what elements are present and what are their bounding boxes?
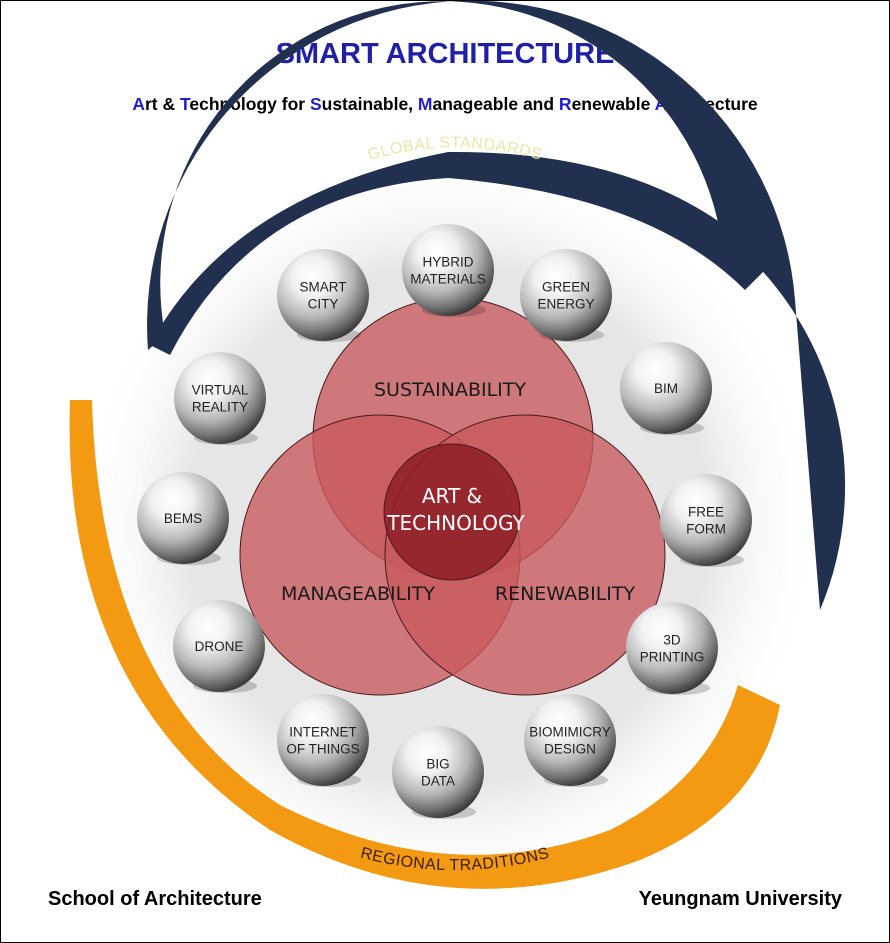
sphere-ball — [402, 224, 494, 316]
sphere-big-data: BIG DATA — [392, 726, 484, 819]
sphere-ball — [137, 472, 229, 564]
sphere-label: GREEN — [542, 280, 590, 295]
sphere-label: DRONE — [195, 639, 244, 654]
venn-label-renewability: RENEWABILITY — [495, 583, 636, 605]
sphere-label: FORM — [686, 522, 726, 537]
sphere-drone: DRONE — [173, 600, 265, 693]
sphere-label: HYBRID — [422, 255, 473, 270]
sphere-ball — [392, 726, 484, 818]
sphere-label: ENERGY — [537, 297, 594, 312]
sphere-ball — [277, 249, 369, 341]
sphere-label: PRINTING — [640, 650, 705, 665]
subtitle-initial: T — [179, 94, 190, 114]
venn-label-manageability: MANAGEABILITY — [281, 583, 435, 605]
sphere-green-energy: GREEN ENERGY — [520, 249, 612, 342]
technology-spheres: HYBRID MATERIALS GREEN ENERGY BIM FREE FORM 3D P… — [137, 224, 752, 819]
subtitle-text: rt & — [144, 94, 180, 114]
subtitle-text: ustainable, — [321, 94, 418, 114]
venn-center — [383, 443, 521, 581]
sphere-biomimicry-design: BIOMIMICRY DESIGN — [524, 694, 616, 787]
page-subtitle: Art & Technology for Sustainable, Manage… — [0, 94, 890, 115]
subtitle-initial: A — [132, 94, 145, 114]
sphere-3d-printing: 3D PRINTING — [626, 602, 718, 695]
sphere-label: BIG — [426, 757, 449, 772]
sphere-label: BIM — [654, 381, 678, 396]
sphere-ball — [620, 342, 712, 434]
global-standards-band — [150, 151, 770, 355]
sphere-ball — [660, 474, 752, 566]
subtitle-text: enewable — [571, 94, 655, 114]
subtitle-initial: R — [558, 94, 572, 114]
subtitle-text: anageable and — [432, 94, 559, 114]
subtitle-initial: M — [417, 94, 433, 114]
sphere-label: OF THINGS — [286, 742, 359, 757]
sphere-virtual-reality: VIRTUAL REALITY — [174, 352, 266, 445]
sphere-smart-city: SMART CITY — [277, 249, 369, 342]
sphere-label: REALITY — [192, 400, 248, 415]
sphere-bems: BEMS — [137, 472, 229, 565]
subtitle-text: echnology for — [189, 94, 310, 114]
page-title: SMART ARCHITECTURE — [275, 38, 615, 70]
sphere-label: CITY — [308, 297, 339, 312]
sphere-label: INTERNET — [289, 725, 357, 740]
sphere-hybrid-materials: HYBRID MATERIALS — [402, 224, 494, 317]
sphere-label: BIOMIMICRY — [529, 725, 611, 740]
sphere-label: DATA — [421, 774, 455, 789]
sphere-ball — [174, 352, 266, 444]
venn-center-label-line2: TECHNOLOGY — [386, 511, 525, 535]
sphere-ball — [520, 249, 612, 341]
footer-university: Yeungnam University — [638, 888, 842, 910]
sphere-ball — [626, 602, 718, 694]
sphere-label: VIRTUAL — [192, 383, 249, 398]
sphere-label: BEMS — [164, 511, 202, 526]
sphere-label: SMART — [299, 280, 346, 295]
sphere-internet-of-things: INTERNET OF THINGS — [277, 694, 369, 787]
sphere-ball — [277, 694, 369, 786]
sphere-label: MATERIALS — [410, 272, 486, 287]
sphere-bim: BIM — [620, 342, 712, 435]
venn-label-sustainability: SUSTAINABILITY — [374, 379, 526, 401]
sphere-ball — [173, 600, 265, 692]
sphere-free-form: FREE FORM — [660, 474, 752, 567]
footer-school: School of Architecture — [48, 888, 262, 910]
venn-center-label-line1: ART & — [422, 484, 482, 508]
sphere-label: FREE — [688, 505, 724, 520]
subtitle-initial: S — [309, 94, 322, 114]
venn-diagram: SUSTAINABILITY MANAGEABILITY RENEWABILIT… — [239, 297, 666, 696]
sphere-ball — [524, 694, 616, 786]
sphere-label: 3D — [663, 633, 681, 648]
sphere-label: DESIGN — [544, 742, 596, 757]
